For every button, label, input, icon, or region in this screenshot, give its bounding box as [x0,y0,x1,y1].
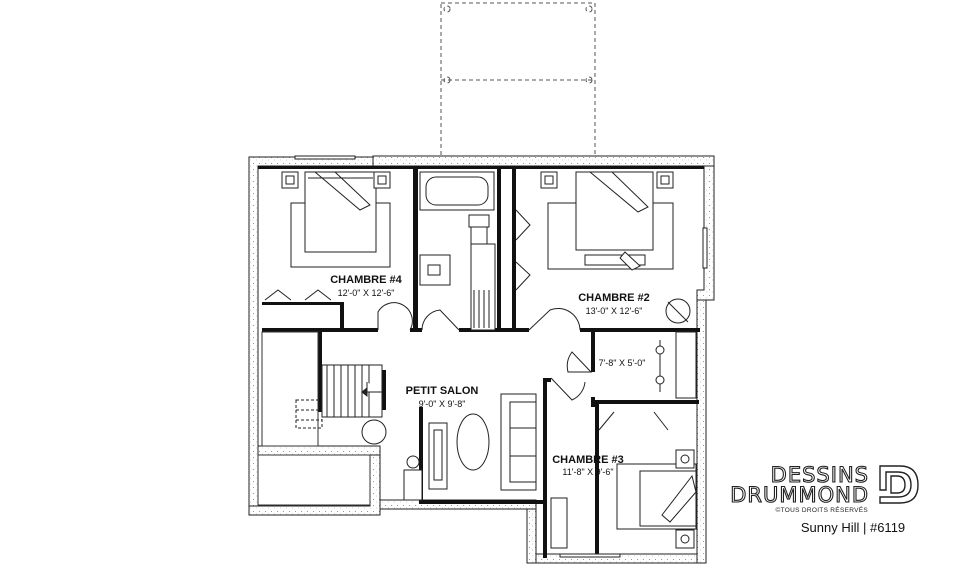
windows [294,155,708,558]
brand-line-1: DESSINS [771,463,869,487]
drummond-d-icon [879,465,919,504]
mechanical-room [257,331,371,506]
bed-chambre-2 [540,171,691,324]
brand-rights: ©TOUS DROITS RÉSERVÉS [776,505,869,514]
staircase [295,364,383,429]
bathroom-fixtures [419,171,496,331]
salon-furniture [361,393,537,501]
chambre-4-label: CHAMBRE #4 [330,274,402,286]
chambre-4-size: 12'-0" X 12'-6" [338,288,395,298]
brand-line-2: DRUMMOND [730,483,869,507]
chambre-3-size: 11'-8" X 9'-6" [562,467,613,477]
closet-size: 7'-8" X 5'-0" [599,358,646,368]
chambre-3-label: CHAMBRE #3 [552,454,624,466]
door-swings [264,209,669,431]
chambre-2-size: 13'-0" X 12'-6" [586,306,643,316]
plan-title: Sunny Hill | #6119 [801,520,905,535]
terrace-outline [440,2,596,157]
bed-chambre-3 [550,449,697,549]
chambre-2-label: CHAMBRE #2 [578,292,650,304]
petit-salon-size: 9'-0" X 9'-8" [419,399,466,409]
petit-salon-label: PETIT SALON [406,385,479,397]
dessins-drummond-logo: DESSINS DRUMMOND ©TOUS DROITS RÉSERVÉS [730,462,919,514]
closet-shelving [655,331,697,399]
bed-chambre-4 [281,171,391,268]
